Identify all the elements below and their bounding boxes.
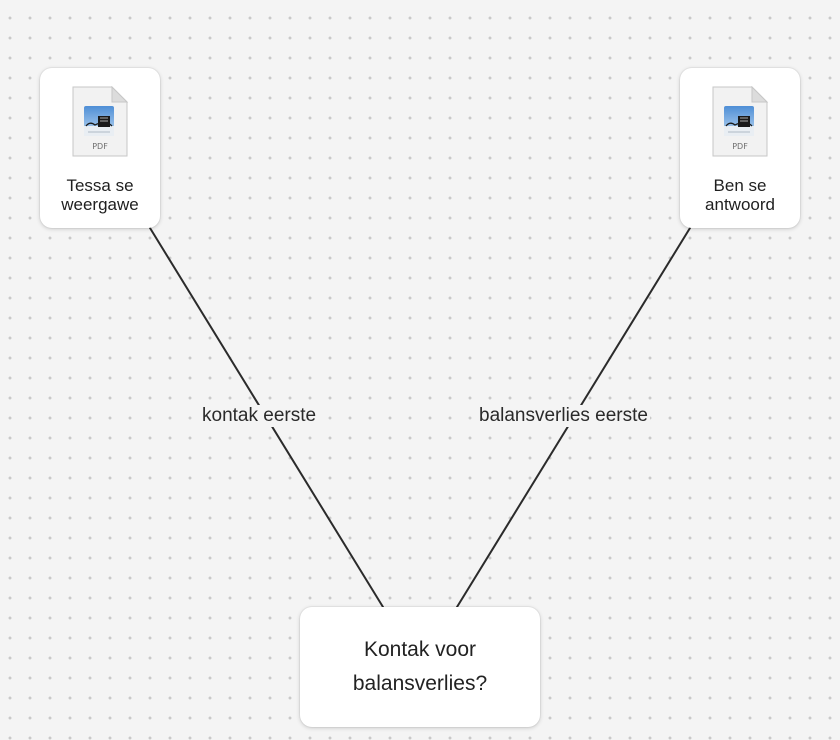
text-node-content: Kontak voor balansverlies? [352,638,488,695]
file-node-label: Tessa se weergawe [61,176,139,214]
file-node-tessa[interactable]: PDF Tessa se weergawe [40,68,160,228]
pdf-icon-text: PDF [92,142,108,151]
file-node-label: Ben se antwoord [705,176,775,214]
pdf-file-icon: PDF [712,86,769,157]
file-node-ben[interactable]: PDF Ben se antwoord [680,68,800,228]
edge-label-left[interactable]: kontak eerste [200,405,319,427]
pdf-icon-text: PDF [732,142,748,151]
pdf-file-icon: PDF [72,86,129,157]
text-node-question[interactable]: Kontak voor balansverlies? [300,607,540,727]
edge-label-right[interactable]: balansverlies eerste [477,405,650,427]
